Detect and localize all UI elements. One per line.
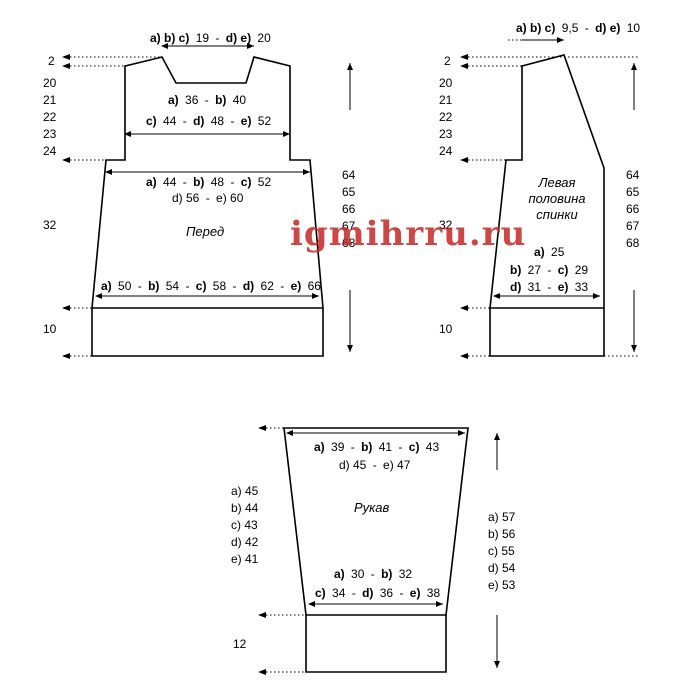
back-total-65: 65: [626, 185, 640, 199]
back-total-68: 68: [626, 236, 640, 250]
front-height-22: 22: [43, 110, 57, 124]
arrow-left: [62, 63, 70, 69]
back-height-32: 32: [439, 218, 453, 232]
back-piece: a) b) c) 9,5 - d) e) 10 Левая половина с…: [439, 21, 640, 359]
sleeve-total-c: c) 55: [488, 544, 515, 558]
back-height-24: 24: [439, 144, 453, 158]
arrow-left: [258, 425, 266, 431]
back-title-line-1: Левая: [538, 175, 576, 190]
front-total-65: 65: [342, 185, 356, 199]
back-title-line-2: половина: [528, 191, 585, 206]
site-watermark: igmihrru.ru: [290, 214, 526, 254]
front-total-66: 66: [342, 202, 356, 216]
arrow-left: [460, 305, 468, 311]
arrow-left: [62, 353, 70, 359]
back-width-a: a) 25: [534, 245, 565, 259]
back-total-66: 66: [626, 202, 640, 216]
back-title-line-3: спинки: [536, 207, 577, 222]
sleeve-length-c: c) 43: [231, 518, 258, 532]
sleeve-cuff-height: 12: [233, 637, 247, 651]
front-chest-width-2: d) 56 - e) 60: [172, 191, 244, 205]
sleeve-length-e: e) 41: [231, 552, 259, 566]
sleeve-length-a: a) 45: [231, 484, 259, 498]
front-height-10: 10: [43, 322, 57, 336]
front-height-32: 32: [43, 218, 57, 232]
sleeve-top-width-2: d) 45 - e) 47: [339, 458, 411, 472]
sleeve-length-d: d) 42: [231, 535, 259, 549]
back-total-64: 64: [626, 168, 640, 182]
back-height-21: 21: [439, 93, 453, 107]
sleeve-total-a: a) 57: [488, 510, 516, 524]
arrow-left: [62, 305, 70, 311]
front-chest-width: a) 44 - b) 48 - c) 52: [146, 175, 271, 189]
back-height-20: 20: [439, 76, 453, 90]
arrow-left: [460, 54, 468, 60]
front-height-21: 21: [43, 93, 57, 107]
front-height-20: 20: [43, 76, 57, 90]
arrow-left: [460, 157, 468, 163]
sleeve-bottom-width: a) 30 - b) 32: [334, 567, 412, 581]
back-height-10: 10: [439, 322, 453, 336]
back-width-de: d) 31 - e) 33: [510, 280, 588, 294]
sleeve-total-e: e) 53: [488, 578, 516, 592]
arrow-left: [460, 353, 468, 359]
front-total-68: 68: [342, 236, 356, 250]
back-height-2: 2: [444, 54, 451, 68]
arrow-left: [258, 612, 266, 618]
sleeve-bottom-width-2: c) 34 - d) 36 - e) 38: [315, 586, 440, 600]
sleeve-top-width: a) 39 - b) 41 - c) 43: [314, 440, 439, 454]
front-hem-width: a) 50 - b) 54 - c) 58 - d) 62 - e) 66: [101, 279, 321, 293]
front-title: Перед: [186, 224, 224, 239]
arrow-left: [62, 54, 70, 60]
back-width-bc: b) 27 - c) 29: [510, 263, 588, 277]
arrow-left: [62, 157, 70, 163]
front-neck-width: a) b) c) 19 - d) e) 20: [150, 31, 271, 45]
arrow-left: [460, 63, 468, 69]
sleeve-total-b: b) 56: [488, 527, 516, 541]
back-shoulder-width: a) b) c) 9,5 - d) e) 10: [516, 21, 640, 35]
front-height-2: 2: [48, 54, 55, 68]
front-total-67: 67: [342, 219, 356, 233]
front-height-23: 23: [43, 127, 57, 141]
back-height-22: 22: [439, 110, 453, 124]
front-piece: a) b) c) 19 - d) e) 20 a) 36 - b) 40 c) …: [43, 31, 356, 359]
front-total-64: 64: [342, 168, 356, 182]
back-total-67: 67: [626, 219, 640, 233]
sleeve-total-d: d) 54: [488, 561, 516, 575]
sleeve-title: Рукав: [354, 500, 390, 515]
front-height-24: 24: [43, 144, 57, 158]
sleeve-length-b: b) 44: [231, 501, 259, 515]
front-outline: [91, 56, 324, 357]
front-shoulder-width: a) 36 - b) 40: [168, 93, 246, 107]
front-shoulder-width-2: c) 44 - d) 48 - e) 52: [146, 114, 271, 128]
sleeve-piece: a) 39 - b) 41 - c) 43 d) 45 - e) 47 Рука…: [231, 425, 516, 675]
back-height-23: 23: [439, 127, 453, 141]
arrow-left: [258, 669, 266, 675]
back-outline: [489, 54, 605, 357]
